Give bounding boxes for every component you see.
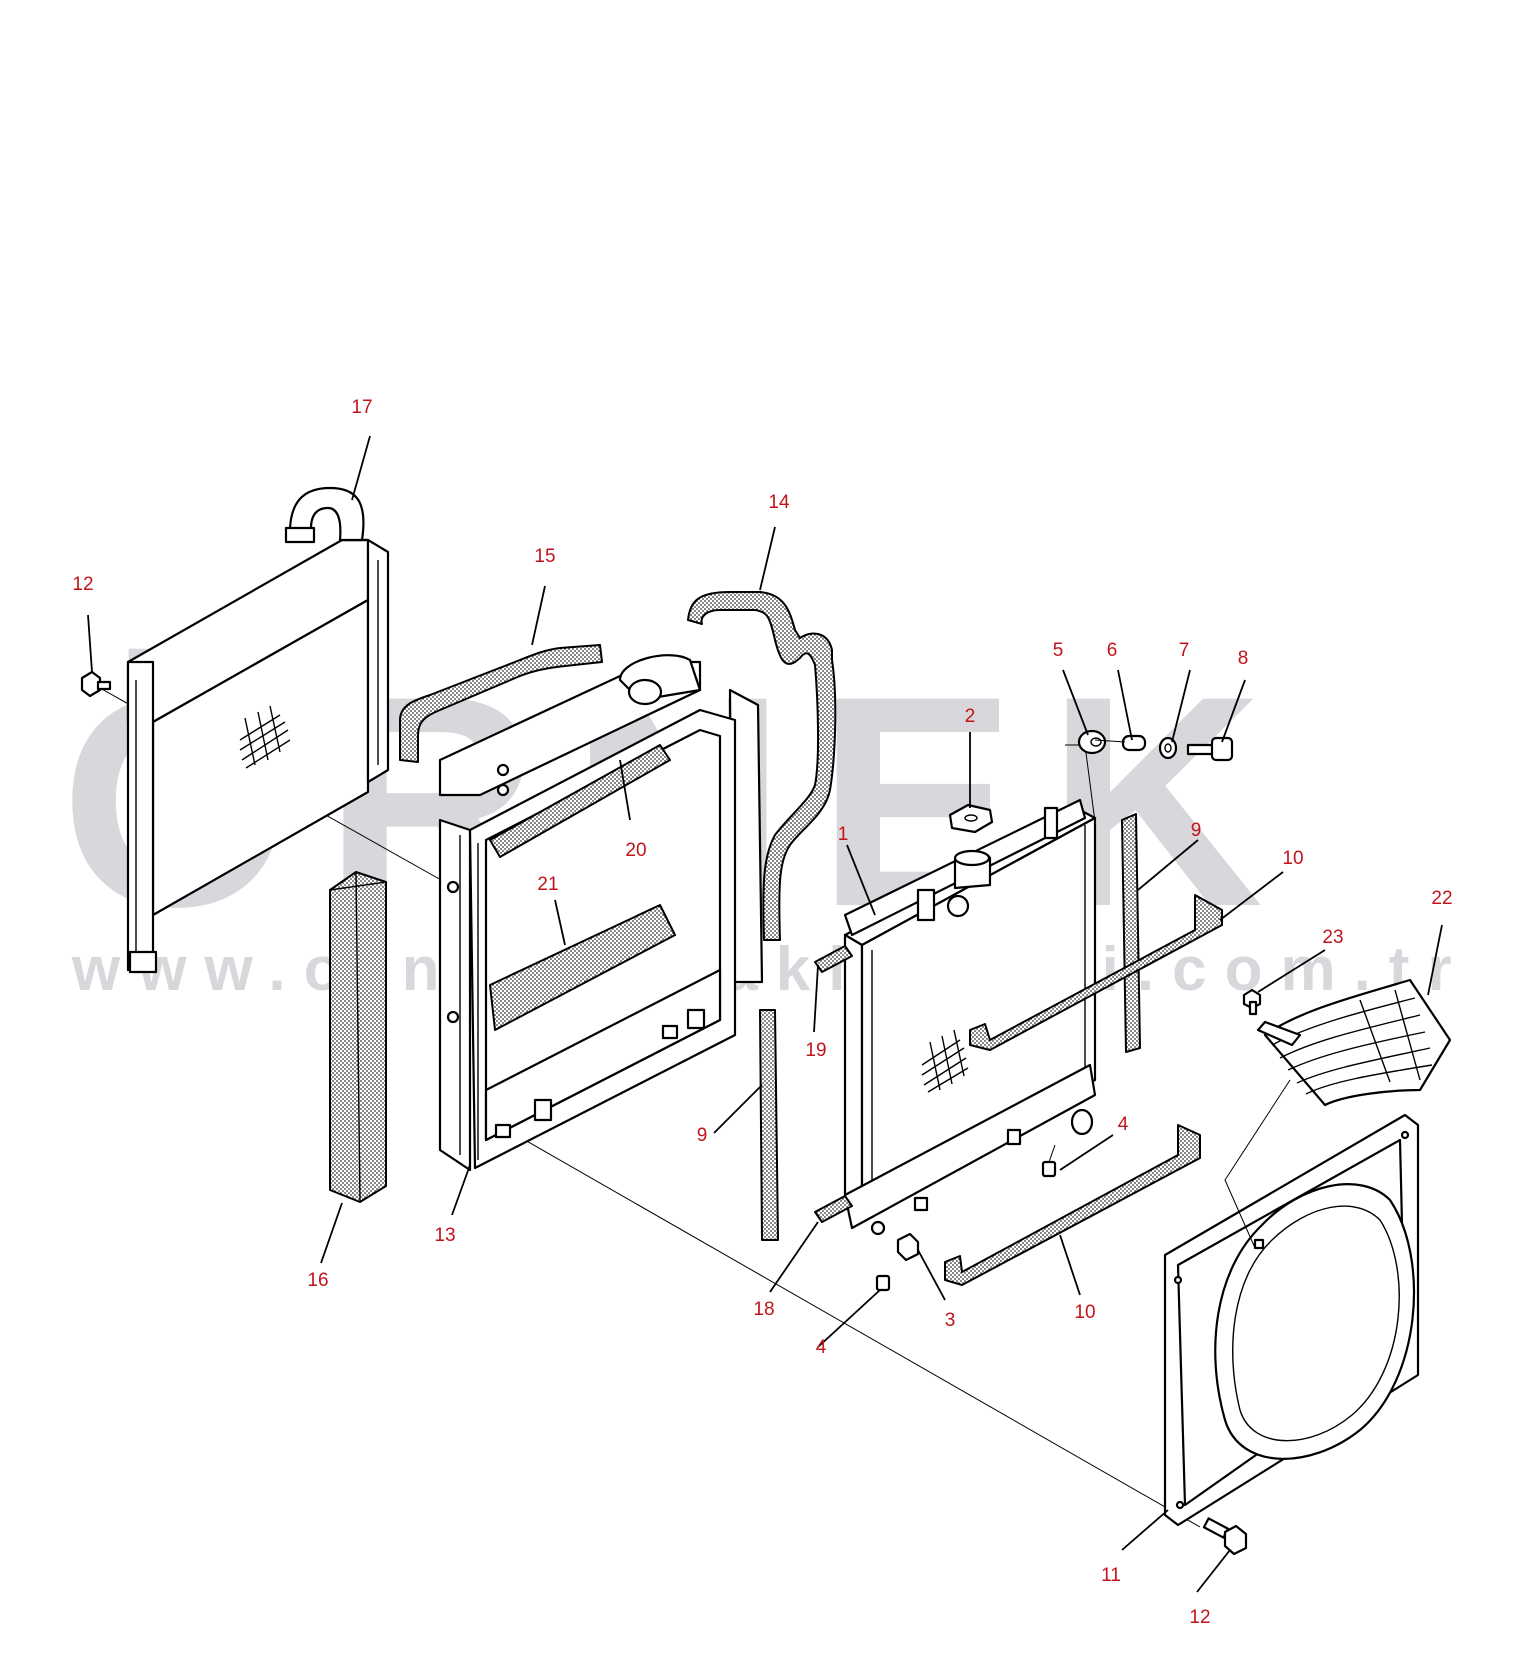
callout-20: 20 bbox=[625, 840, 646, 861]
callout-9-right: 9 bbox=[1191, 820, 1202, 841]
callout-21: 21 bbox=[537, 874, 558, 895]
callout-17: 17 bbox=[351, 397, 372, 418]
callout-13: 13 bbox=[434, 1225, 455, 1246]
foam-strip-18 bbox=[814, 1195, 853, 1223]
callout-23: 23 bbox=[1322, 927, 1343, 948]
foam-strip-21 bbox=[489, 904, 676, 1031]
callout-9-left: 9 bbox=[697, 1125, 708, 1146]
drain-plug-3 bbox=[896, 1232, 920, 1262]
nut-4-lower bbox=[875, 1274, 891, 1292]
washer-7 bbox=[1158, 736, 1178, 760]
callout-5: 5 bbox=[1053, 640, 1064, 661]
callout-4-lower: 4 bbox=[816, 1337, 827, 1358]
callout-3: 3 bbox=[945, 1310, 956, 1331]
callout-18: 18 bbox=[753, 1299, 774, 1320]
charge-air-cooler bbox=[126, 486, 390, 974]
hose-14 bbox=[687, 591, 837, 941]
callout-15: 15 bbox=[534, 546, 555, 567]
callout-12-top: 12 bbox=[72, 574, 93, 595]
foam-strip-9-left bbox=[759, 1009, 779, 1241]
nut-4-upper bbox=[1041, 1160, 1057, 1178]
callout-19: 19 bbox=[805, 1040, 826, 1061]
radiator-cap-2 bbox=[948, 803, 994, 834]
mount-sleeve-6 bbox=[1121, 734, 1147, 752]
bolt-12-bottom bbox=[1202, 1517, 1248, 1556]
mount-bushing-5 bbox=[1077, 729, 1107, 755]
foam-strip-10-lower bbox=[944, 1124, 1201, 1286]
callout-10-upper: 10 bbox=[1282, 848, 1303, 869]
hose-15 bbox=[399, 644, 603, 763]
foam-strip-10-upper bbox=[969, 894, 1223, 1051]
radiator-core-1 bbox=[843, 798, 1097, 1236]
foam-strip-9-right bbox=[1121, 813, 1141, 1053]
callout-8: 8 bbox=[1238, 648, 1249, 669]
callout-11: 11 bbox=[1101, 1565, 1121, 1586]
foam-strip-20 bbox=[489, 744, 671, 858]
callout-14: 14 bbox=[768, 492, 790, 513]
connector-lines bbox=[1048, 739, 1291, 1249]
callout-16: 16 bbox=[307, 1270, 328, 1291]
callout-12-bottom: 12 bbox=[1189, 1607, 1210, 1628]
foam-block-16 bbox=[329, 871, 387, 1203]
leader-lines bbox=[87, 435, 1443, 1593]
callout-10-lower: 10 bbox=[1074, 1302, 1095, 1323]
callout-1: 1 bbox=[838, 824, 849, 845]
callout-22: 22 bbox=[1431, 888, 1452, 909]
bolt-8 bbox=[1186, 736, 1234, 762]
fan-shroud-11 bbox=[1163, 1113, 1420, 1527]
callout-7: 7 bbox=[1179, 640, 1190, 661]
callout-2: 2 bbox=[965, 706, 976, 727]
callout-6: 6 bbox=[1107, 640, 1118, 661]
callout-numbers: 17 12 15 14 5 6 7 8 2 1 9 10 20 21 22 23… bbox=[72, 397, 1452, 1628]
fan-guard-22 bbox=[1256, 978, 1452, 1107]
bolt-23 bbox=[1242, 988, 1262, 1016]
callout-4-upper: 4 bbox=[1118, 1114, 1129, 1135]
foam-strip-19 bbox=[814, 945, 853, 973]
